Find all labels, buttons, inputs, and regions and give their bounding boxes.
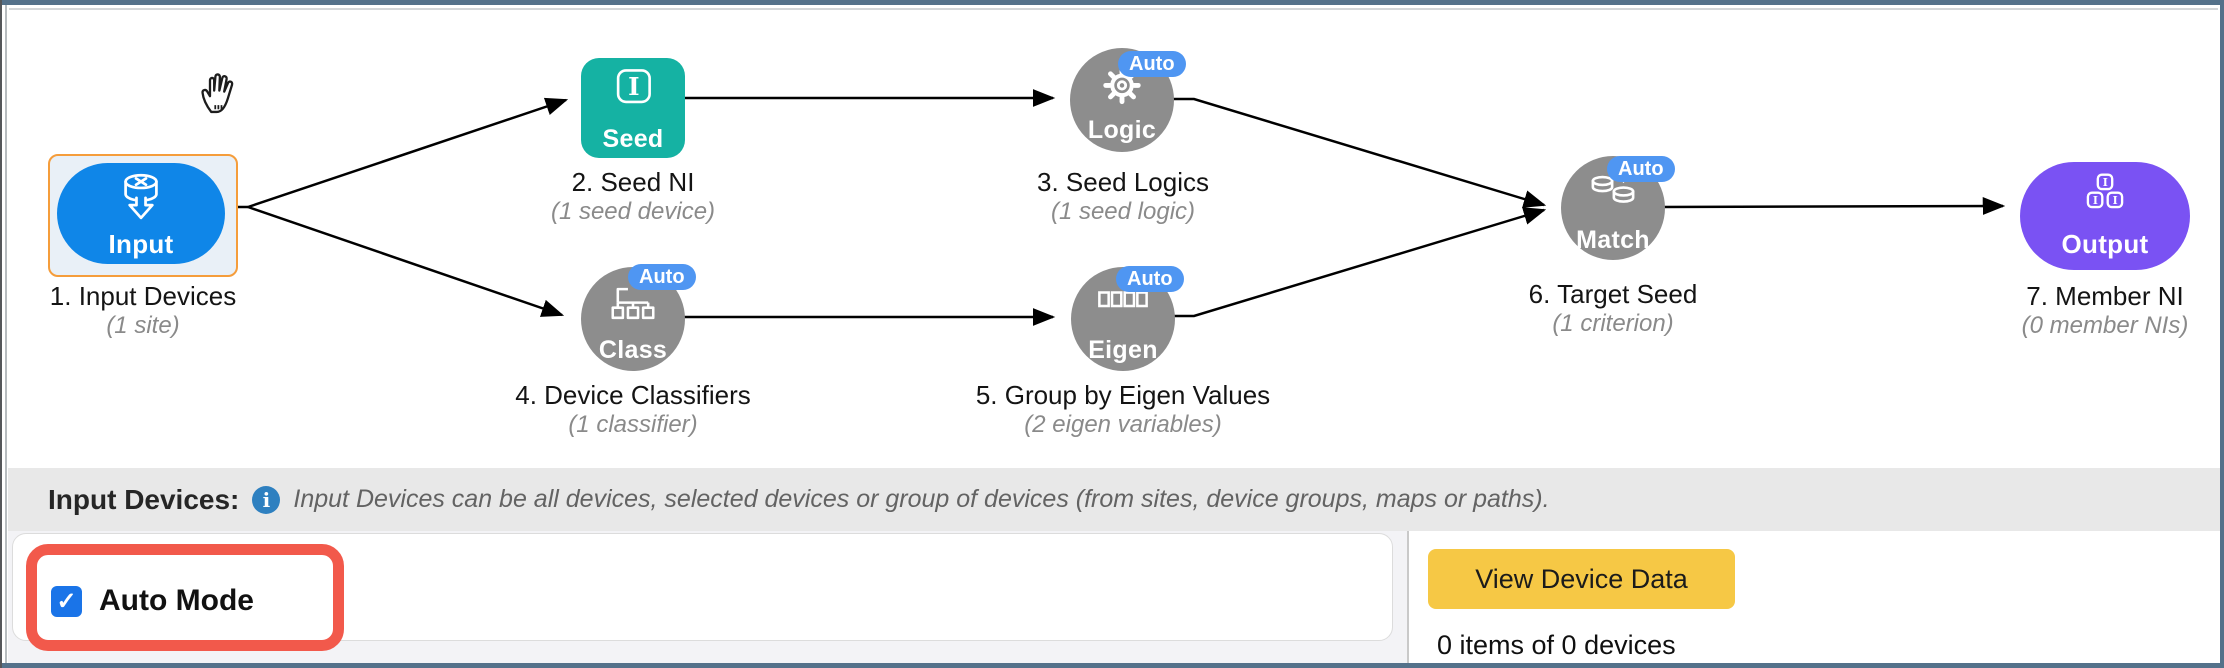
node-device-classifiers-label: 4. Device Classifiers (1 classifier) bbox=[515, 380, 751, 439]
auto-badge: Auto bbox=[1118, 51, 1186, 77]
node-member-ni-label: 7. Member NI (0 member NIs) bbox=[2021, 281, 2189, 340]
node-class-text: Class bbox=[598, 336, 668, 364]
node-member-ni[interactable]: I I I Output bbox=[2020, 162, 2190, 270]
settings-card: ✓ Auto Mode bbox=[12, 533, 1393, 651]
auto-badge: Auto bbox=[1116, 266, 1184, 292]
flow-diagram-canvas[interactable]: Input 1. Input Devices (1 site) I Seed 2… bbox=[8, 10, 2216, 468]
node-target-seed-label: 6. Target Seed (1 criterion) bbox=[1528, 279, 1698, 338]
section-title: Input Devices: bbox=[48, 483, 240, 515]
node-seed-text: Seed bbox=[602, 125, 664, 153]
node-input-devices-label: 1. Input Devices (1 site) bbox=[49, 281, 237, 340]
seed-i-icon: I bbox=[605, 66, 661, 127]
node-logic-text: Logic bbox=[1087, 116, 1157, 144]
node-group-by-eigen-label: 5. Group by Eigen Values (2 eigen variab… bbox=[975, 380, 1271, 439]
gear-icon bbox=[1096, 61, 1148, 118]
auto-mode-checkbox[interactable]: ✓ bbox=[51, 586, 82, 617]
node-seed-ni[interactable]: I Seed bbox=[581, 58, 685, 158]
node-eigen-text: Eigen bbox=[1088, 336, 1158, 364]
auto-mode-label: Auto Mode bbox=[99, 584, 254, 617]
database-input-icon bbox=[112, 168, 170, 231]
node-input-text: Input bbox=[108, 228, 174, 259]
frame-border-right bbox=[2220, 0, 2224, 668]
node-input-devices[interactable]: Input bbox=[57, 163, 225, 264]
svg-text:I: I bbox=[2103, 176, 2108, 189]
columns-icon bbox=[1096, 279, 1150, 338]
frame-border-left-inner bbox=[5, 5, 7, 663]
node-seed-ni-label: 2. Seed NI (1 seed device) bbox=[550, 167, 716, 226]
section-header-input-devices: Input Devices: i Input Devices can be al… bbox=[8, 468, 2220, 531]
frame-border-bottom bbox=[0, 663, 2224, 668]
svg-text:I: I bbox=[628, 72, 639, 101]
node-seed-logics-label: 3. Seed Logics (1 seed logic) bbox=[1036, 167, 1209, 226]
items-summary-text: 0 items of 0 devices bbox=[1437, 630, 1676, 660]
open-hand-cursor-icon bbox=[198, 70, 242, 121]
frame-inner-top-line bbox=[9, 8, 2218, 10]
view-device-data-button[interactable]: View Device Data bbox=[1428, 549, 1735, 609]
node-output-text: Output bbox=[2061, 229, 2149, 259]
auto-badge: Auto bbox=[628, 264, 696, 290]
input-devices-settings-panel: ✓ Auto Mode bbox=[8, 531, 1407, 663]
output-blocks-icon: I I I bbox=[2076, 172, 2134, 231]
section-description: Input Devices can be all devices, select… bbox=[293, 485, 1550, 513]
device-data-panel: View Device Data 0 items of 0 devices bbox=[1409, 531, 2220, 663]
checkmark-icon: ✓ bbox=[56, 587, 77, 615]
frame-border-top bbox=[0, 0, 2224, 5]
node-match-text: Match bbox=[1576, 226, 1650, 254]
svg-text:I: I bbox=[2113, 194, 2118, 207]
frame-border-left bbox=[0, 0, 2, 668]
info-circle-icon: i bbox=[252, 485, 281, 514]
auto-badge: Auto bbox=[1607, 156, 1675, 182]
sitemap-icon bbox=[606, 279, 660, 338]
panel-divider bbox=[1407, 531, 1409, 663]
svg-text:I: I bbox=[2093, 194, 2098, 207]
